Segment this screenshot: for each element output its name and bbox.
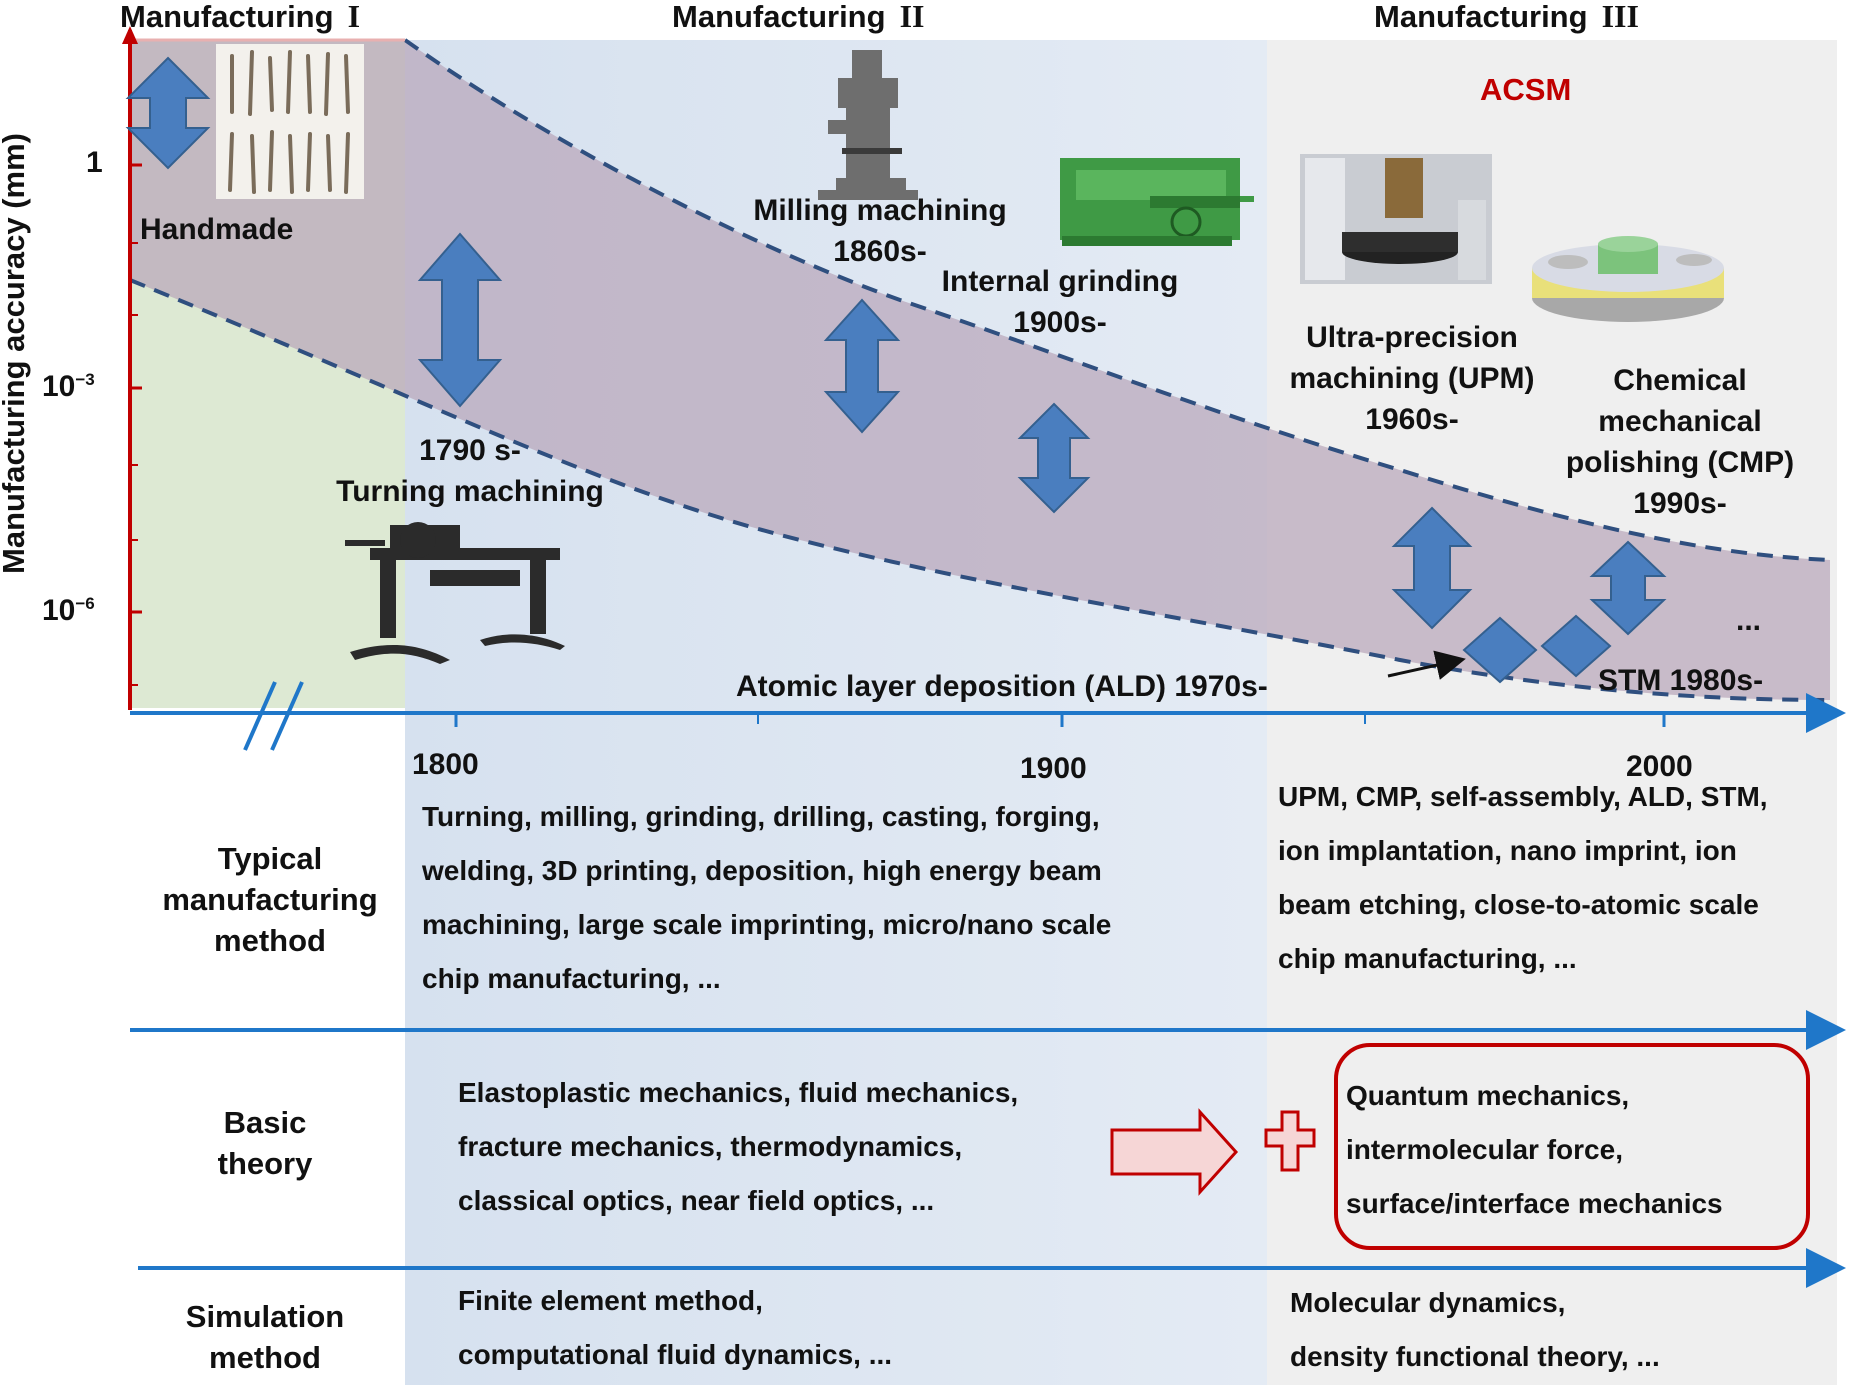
y-axis-label: Manufacturing accuracy (mm) xyxy=(0,133,31,574)
x-tick-label-1800: 1800 xyxy=(412,748,479,781)
label-more: ... xyxy=(1736,604,1762,637)
precision-arrow-handmade xyxy=(125,56,211,170)
simulation-atomic-list: Molecular dynamics, density functional t… xyxy=(1290,1287,1660,1372)
era-1-title: Manufacturing I xyxy=(120,0,360,35)
label-milling: Milling machining 1860s- xyxy=(753,194,1007,268)
x-tick-label-2000: 2000 xyxy=(1626,750,1693,783)
era-3-title-text: Manufacturing xyxy=(1374,0,1588,34)
internal-grinding-image xyxy=(1060,158,1254,246)
plus-icon xyxy=(1264,1110,1316,1172)
quantum-theory-box xyxy=(1334,1043,1810,1250)
milling-machine-image xyxy=(818,50,918,200)
theory-classical-list: Elastoplastic mechanics, fluid mechanics… xyxy=(458,1077,1019,1216)
era-2-title: Manufacturing II xyxy=(672,0,924,35)
label-handmade: Handmade xyxy=(140,213,294,246)
y-tick-label-1: 1 xyxy=(86,146,103,179)
precision-arrow-ald xyxy=(1462,616,1538,684)
band-lower-edge xyxy=(129,278,1831,702)
y-tick-label-1e-3: 10−3 xyxy=(42,370,95,403)
precision-arrow-upm xyxy=(1391,506,1473,630)
row-head-theory: Basic theory xyxy=(217,1105,313,1181)
label-stm: STM 1980s- xyxy=(1598,664,1764,697)
precision-arrow-grinding xyxy=(1017,402,1091,514)
label-cmp: Chemical mechanical polishing (CMP) 1990… xyxy=(1565,364,1795,520)
axis-break-1 xyxy=(243,681,277,751)
band-upper-edge xyxy=(403,38,1831,562)
cmp-machine-image xyxy=(1532,236,1724,322)
era-2-title-text: Manufacturing xyxy=(672,0,886,34)
theory-transition-arrow xyxy=(1110,1108,1239,1196)
label-upm: Ultra-precision machining (UPM) 1960s- xyxy=(1289,321,1535,436)
precision-arrow-turning xyxy=(417,232,503,408)
label-turning: 1790 s- Turning machining xyxy=(336,434,604,508)
precision-arrow-cmp xyxy=(1589,540,1667,636)
turning-lathe-image xyxy=(345,522,565,664)
precision-arrow-milling xyxy=(823,298,901,434)
row-head-simulation: Simulation method xyxy=(185,1299,345,1375)
era-1-numeral: I xyxy=(347,0,361,34)
axis-break-2 xyxy=(270,681,304,751)
label-grinding: Internal grinding 1900s- xyxy=(941,265,1179,339)
y-axis-arrowhead xyxy=(122,26,138,44)
label-ald: Atomic layer deposition (ALD) 1970s- xyxy=(736,670,1268,703)
era1-lower-panel xyxy=(130,708,405,1385)
handmade-tools-image xyxy=(216,44,364,199)
acsm-label: ACSM xyxy=(1480,72,1572,107)
era-3-numeral: III xyxy=(1601,0,1639,34)
methods-acsm-list: UPM, CMP, self-assembly, ALD, STM, ion i… xyxy=(1278,781,1768,974)
theory-quantum-list: Quantum mechanics, intermolecular force,… xyxy=(1346,1080,1723,1219)
methods-conventional-list: Turning, milling, grinding, drilling, ca… xyxy=(422,801,1112,994)
era-1-title-text: Manufacturing xyxy=(120,0,334,34)
simulation-classical-list: Finite element method, computational flu… xyxy=(458,1285,893,1370)
era-3-title: Manufacturing III xyxy=(1374,0,1639,35)
x-tick-label-1900: 1900 xyxy=(1020,752,1087,785)
row-head-methods: Typical manufacturing method xyxy=(162,841,378,958)
upm-machine-image xyxy=(1300,154,1492,284)
y-tick-label-1e-6: 10−6 xyxy=(42,594,95,627)
era-2-numeral: II xyxy=(899,0,925,34)
ald-pointer xyxy=(1387,650,1466,680)
precision-arrow-stm xyxy=(1540,614,1612,678)
